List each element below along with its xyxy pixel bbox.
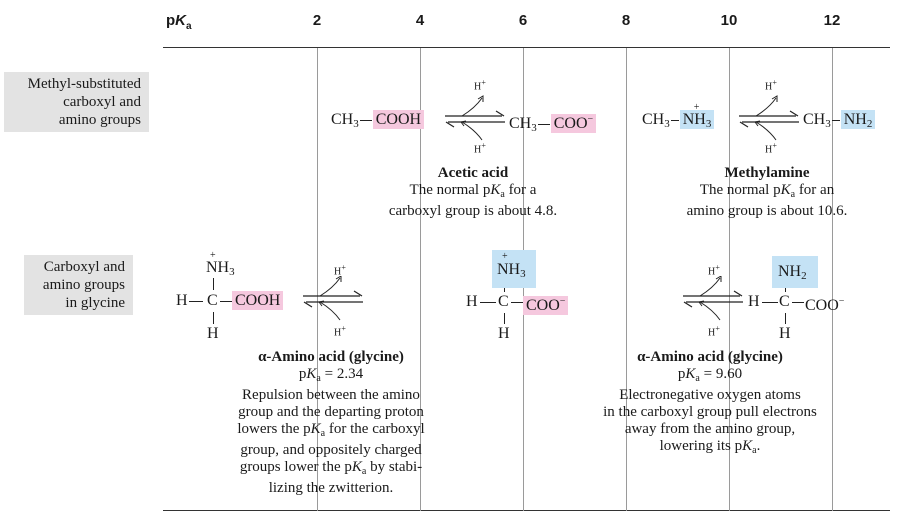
gridline-10 (729, 48, 730, 511)
glycine-right-hplus-bottom: H+ (708, 324, 720, 339)
axis-top-line (163, 47, 890, 48)
glycine-right-hplus-top: H+ (708, 263, 720, 278)
tick-12: 12 (823, 12, 841, 29)
row-label-glycine: Carboxyl and amino groups in glycine (24, 255, 133, 315)
methylamine-equilibrium-arrow (739, 95, 799, 141)
glycine-deprotonated-structure: NH2 H C COO− H (748, 256, 868, 346)
acetic-hplus-top: H+ (474, 78, 486, 93)
methylamine-hplus-bottom: H+ (765, 141, 777, 156)
gridline-8 (626, 48, 627, 511)
gridline-2 (317, 48, 318, 511)
acetic-hplus-bottom: H+ (474, 141, 486, 156)
glycine-left-hplus-top: H+ (334, 263, 346, 278)
glycine-left-equilibrium-arrow (303, 276, 363, 321)
gridline-12 (832, 48, 833, 511)
tick-6: 6 (518, 12, 528, 29)
glycine-zwitterion-structure: + NH3 H C COO− H (464, 250, 594, 345)
methylamine-hplus-top: H+ (765, 78, 777, 93)
row-label-methyl: Methyl-substituted carboxyl and amino gr… (4, 72, 149, 132)
axis-bottom-line (163, 510, 890, 511)
glycine-right-equilibrium-arrow (683, 276, 743, 321)
tick-4: 4 (415, 12, 425, 29)
glycine-protonated-structure: + NH3 H C COOH H (176, 250, 316, 345)
tick-10: 10 (720, 12, 738, 29)
glycine-left-hplus-bottom: H+ (334, 324, 346, 339)
axis-title: pKa (166, 12, 192, 32)
tick-8: 8 (621, 12, 631, 29)
acetic-equilibrium-arrow (445, 95, 505, 141)
gridline-4 (420, 48, 421, 511)
methylammonium-formula: CH3+NH3 (642, 102, 715, 134)
tick-2: 2 (312, 12, 322, 29)
